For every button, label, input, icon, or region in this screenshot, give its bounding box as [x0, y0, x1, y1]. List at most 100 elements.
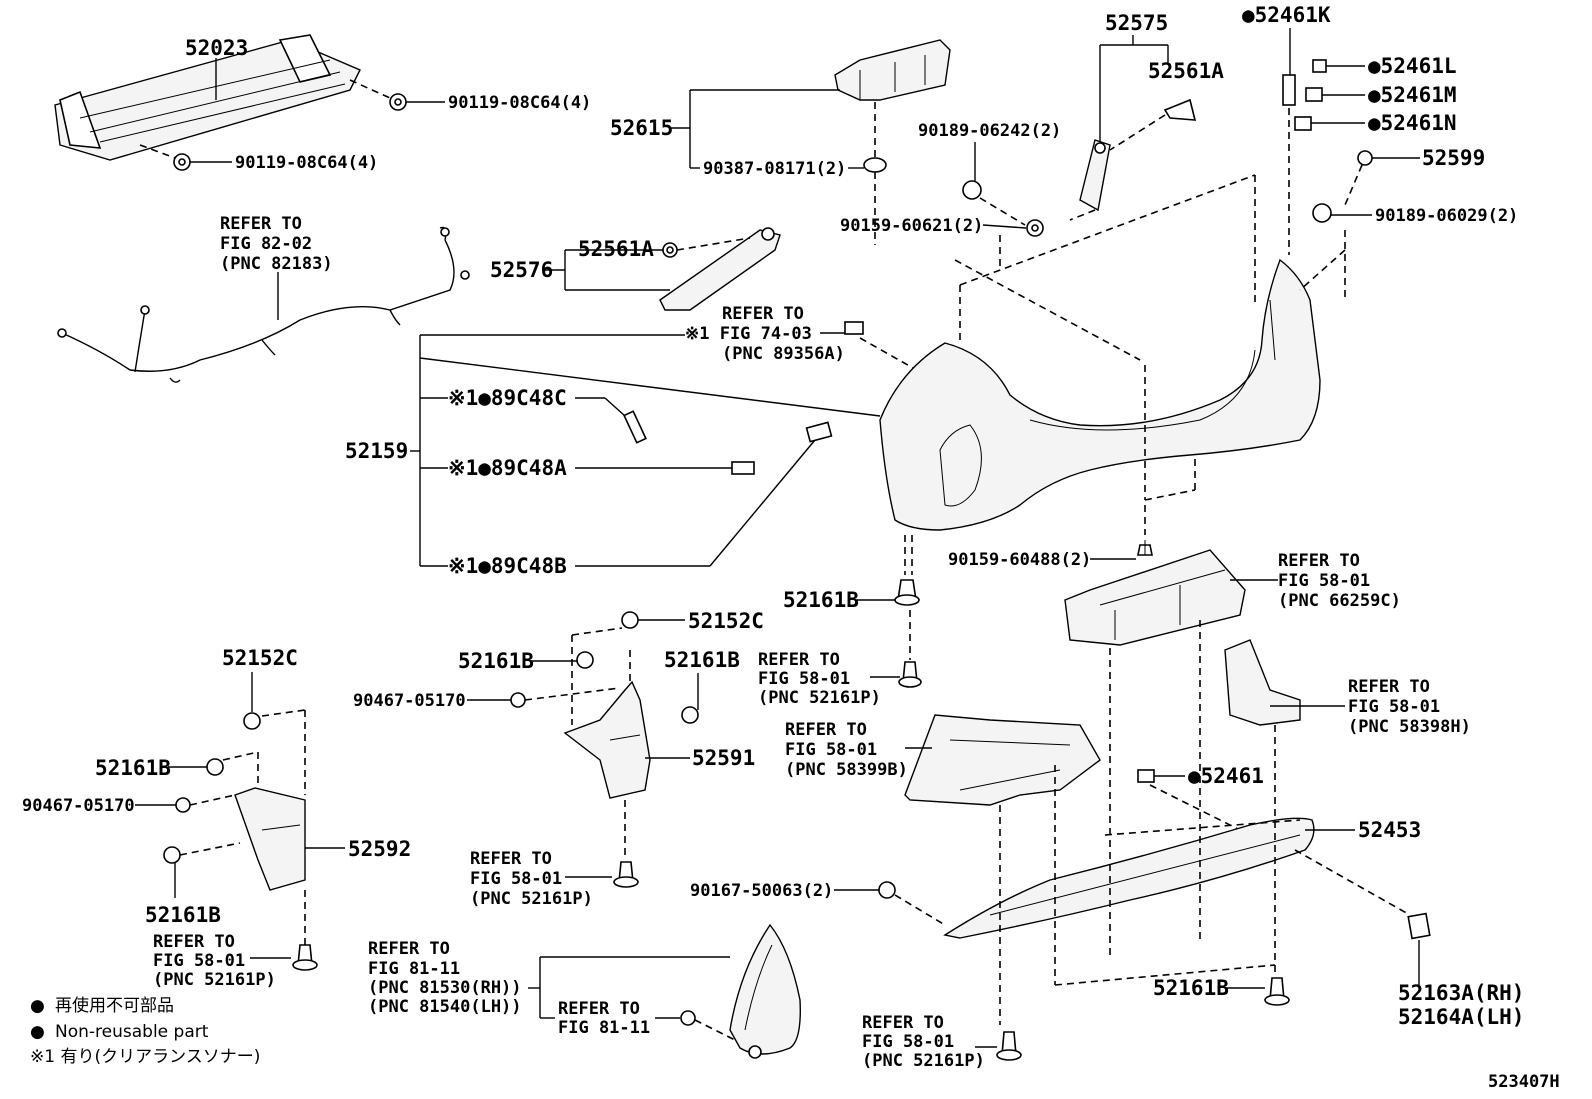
clip-52561A-right [1163, 98, 1197, 121]
refer-81b-line2[interactable]: FIG 81-11 [558, 1018, 650, 1038]
refer-58399-line2[interactable]: FIG 58-01 [785, 740, 877, 760]
wire-harness [57, 226, 470, 383]
refer-52161P-middle-line2[interactable]: FIG 58-01 [470, 869, 562, 889]
part-number-52152C-middle: 52152C [688, 609, 764, 633]
part-number-90119-b: 90119-08C64(4) [235, 153, 378, 173]
part-number-52453: 52453 [1358, 818, 1421, 842]
refer-52161P-left-line1[interactable]: REFER TO [153, 932, 235, 952]
refer-74-line1[interactable]: REFER TO [722, 304, 804, 324]
legend-note-clearance-sonar: ※1 有り(クリアランスソナー) [30, 1047, 260, 1067]
bumper-cover-52159 [879, 258, 1321, 531]
bolt-90467-middle [510, 692, 526, 708]
legend-bullet-1: ● [30, 996, 45, 1016]
nut-52152C-middle [621, 611, 639, 629]
refer-58399-line3[interactable]: (PNC 58399B) [785, 760, 908, 780]
part-number-52592: 52592 [348, 837, 411, 861]
bracket-52615 [834, 39, 951, 101]
tape-52461L [1312, 59, 1327, 73]
retainer-89C48C [623, 410, 647, 444]
part-number-90189-06242: 90189-06242(2) [918, 121, 1061, 141]
refer-82-line3[interactable]: (PNC 82183) [220, 254, 333, 274]
nut-90159-60621 [1026, 219, 1044, 237]
part-number-52152C-left: 52152C [222, 646, 298, 670]
bracket-52576 [659, 227, 781, 311]
bolt-90467-left [175, 797, 191, 813]
mudguard-52592 [234, 787, 306, 891]
refer-58398-line2[interactable]: FIG 58-01 [1348, 697, 1440, 717]
part-number-52161B-left-a: 52161B [95, 756, 171, 780]
refer-66-line2[interactable]: FIG 58-01 [1278, 571, 1370, 591]
refer-82-line1[interactable]: REFER TO [220, 214, 302, 234]
refer-58398-line1[interactable]: REFER TO [1348, 677, 1430, 697]
refer-82-line2[interactable]: FIG 82-02 [220, 234, 312, 254]
refer-81-line1[interactable]: REFER TO [368, 939, 450, 959]
lower-cover-52453 [943, 817, 1315, 939]
grommet-90387 [863, 157, 887, 173]
clip-90189-06029 [1312, 203, 1332, 223]
part-number-52161B-middle-a: 52161B [458, 649, 534, 673]
legend-non-reusable-jp: 再使用不可部品 [55, 995, 174, 1016]
part-number-52599: 52599 [1422, 146, 1485, 170]
clip-52161B-left-b [163, 846, 181, 864]
nut-52152C-left [243, 712, 261, 730]
part-number-90119-a: 90119-08C64(4) [448, 93, 591, 113]
part-number-52164A: 52164A(LH) [1398, 1005, 1524, 1029]
bracket-52575 [1079, 139, 1111, 212]
bracket-66259C [1064, 549, 1246, 646]
part-number-52161B-center: 52161B [783, 588, 859, 612]
part-number-89C48C: ※1●89C48C [448, 386, 567, 410]
refer-74-line3[interactable]: (PNC 89356A) [722, 344, 845, 364]
part-number-52161B-left-b: 52161B [145, 903, 221, 927]
clip-52161P-left [292, 944, 318, 971]
refer-52161P-bottom-line2[interactable]: FIG 58-01 [862, 1032, 954, 1052]
refer-52161P-middle-line3[interactable]: (PNC 52161P) [470, 889, 593, 909]
part-number-52591: 52591 [692, 746, 755, 770]
clip-52161B-center [894, 579, 920, 606]
refer-81-line4[interactable]: (PNC 81540(LH)) [368, 997, 522, 1017]
part-number-90467-left: 90467-05170 [22, 796, 135, 816]
bolt-90167 [878, 881, 896, 899]
bracket-58399B [904, 714, 1101, 806]
part-number-90159-60621: 90159-60621(2) [840, 216, 983, 236]
part-number-90159-60488: 90159-60488(2) [948, 550, 1091, 570]
refer-81-line3[interactable]: (PNC 81530(RH)) [368, 978, 522, 998]
refer-66-line1[interactable]: REFER TO [1278, 551, 1360, 571]
tape-52461M [1305, 87, 1323, 102]
nut-90189-06242 [962, 180, 982, 200]
part-number-52163A: 52163A(RH) [1398, 981, 1524, 1005]
diagram-id: 523407H [1488, 1072, 1560, 1092]
sonar-89356A [844, 321, 864, 335]
screw-90159-60488 [1137, 540, 1153, 556]
refer-52161P-bottom-line1[interactable]: REFER TO [862, 1013, 944, 1033]
refer-52161P-center-line3[interactable]: (PNC 52161P) [758, 688, 881, 708]
refer-52161P-left-line3[interactable]: (PNC 52161P) [153, 970, 276, 990]
refer-81-line2[interactable]: FIG 81-11 [368, 959, 460, 979]
part-number-90387: 90387-08171(2) [703, 159, 846, 179]
cap-52163A [1407, 912, 1431, 940]
refer-52161P-left-line2[interactable]: FIG 58-01 [153, 951, 245, 971]
tape-52461 [1137, 769, 1155, 783]
part-number-52023: 52023 [185, 36, 248, 60]
refer-58398-line3[interactable]: (PNC 58398H) [1348, 717, 1471, 737]
part-number-90189-06029: 90189-06029(2) [1375, 206, 1518, 226]
refer-52161P-middle-line1[interactable]: REFER TO [470, 849, 552, 869]
clip-52161P-center [898, 661, 922, 688]
refer-81b-line1[interactable]: REFER TO [558, 999, 640, 1019]
part-number-89C48A: ※1●89C48A [448, 456, 567, 480]
bolt-90119-a [389, 93, 407, 111]
refer-52161P-bottom-line3[interactable]: (PNC 52161P) [862, 1051, 985, 1071]
clip-52161B-middle-a [576, 651, 594, 669]
reflector-81530 [729, 923, 801, 1059]
part-number-52161B-right: 52161B [1153, 976, 1229, 1000]
refer-74-line2[interactable]: ※1 FIG 74-03 [685, 324, 812, 344]
part-number-52461L: ●52461L [1368, 54, 1457, 78]
refer-52161P-center-line1[interactable]: REFER TO [758, 650, 840, 670]
refer-58399-line1[interactable]: REFER TO [785, 720, 867, 740]
part-number-52461M: ●52461M [1368, 83, 1457, 107]
refer-66-line3[interactable]: (PNC 66259C) [1278, 591, 1401, 611]
mudguard-52591 [563, 680, 651, 799]
part-number-52561A-right: 52561A [1148, 59, 1224, 83]
refer-52161P-center-line2[interactable]: FIG 58-01 [758, 669, 850, 689]
legend-non-reusable-en: Non-reusable part [55, 1022, 209, 1042]
